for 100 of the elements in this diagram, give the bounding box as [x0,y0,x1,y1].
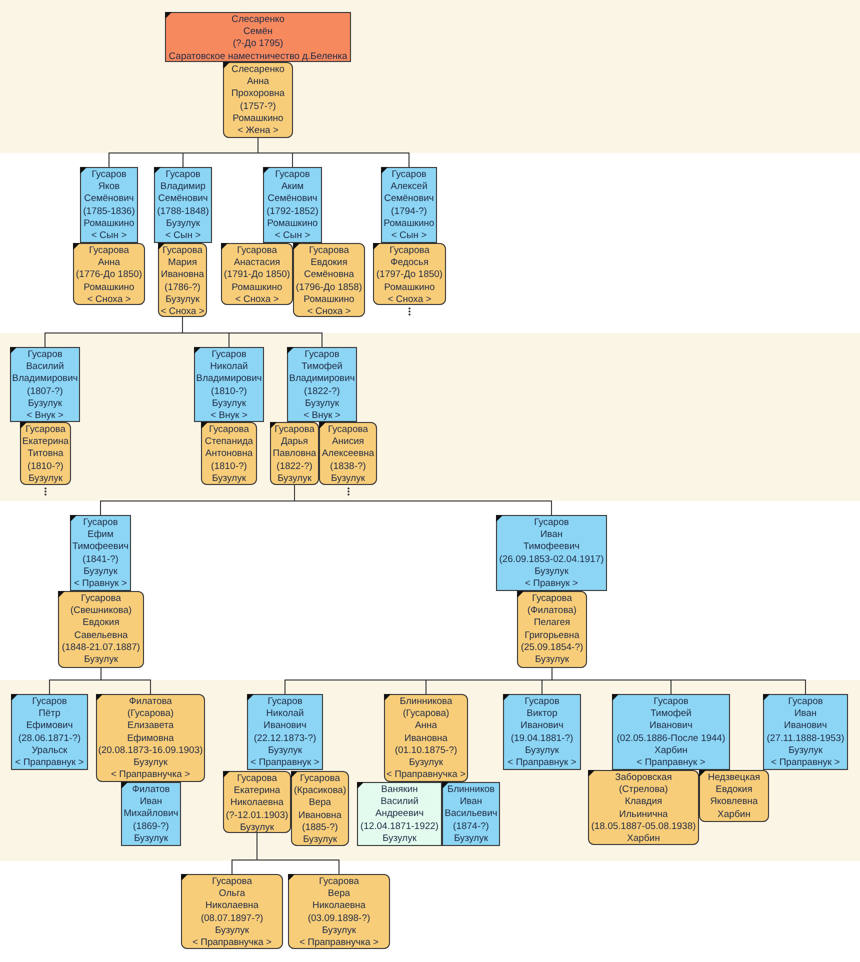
person-detail-text: Мария [168,257,198,270]
person-detail-text: Ромашкино [232,112,284,126]
person-detail-text: Гусарова [237,245,277,258]
person-card [223,771,291,833]
person-detail-text: < Сноха > [307,306,351,318]
person-detail-text: (1838-?) [330,460,366,473]
person-detail-text: < Праправнучка > [299,937,379,950]
person-detail-text: Бузулук [534,654,569,666]
person-card [357,782,442,846]
person-detail-text: Гусарова [532,593,572,606]
person-detail-text: Григорьевна [524,630,580,642]
person-detail-text: < Сноха > [87,294,131,306]
person-detail-text: Бузулук [28,398,62,410]
person-detail-text: Бузулук [524,744,559,758]
person-card [221,243,293,305]
person-detail-text: (27.11.1888-1953) [766,732,844,745]
person-detail-text: (18.05.1887-05.08.1938) [591,820,696,834]
person-detail-text: < Праправнук > [508,757,576,770]
person-detail-text: Пётр [38,708,60,720]
person-detail-text: Ефимовна [127,732,174,745]
person-detail-text: (1822-?) [276,460,312,473]
person-detail-text: Иванович [784,720,827,733]
person-detail-text: Гусарова [390,245,430,258]
person-detail-text: Владимирович [196,373,262,386]
person-detail-text: (?-12.01.1903) [226,810,288,822]
person-detail-text: < Праправнук > [15,757,84,770]
person-detail-text: Блинникова [400,696,452,708]
person-detail-text: < Праправнучка > [386,769,466,782]
person-detail-text: Семёнович [268,193,318,206]
person-card [381,167,437,243]
person-card [293,243,365,317]
person-detail-text: Семёнович [384,193,434,206]
person-detail-text: < Внук > [304,410,340,422]
person-card [20,422,71,485]
person-detail-text: Екатерина [22,436,69,448]
person-detail-text: Степанида [204,436,254,448]
person-card [384,694,468,782]
person-detail-text: Гусаров [304,349,340,362]
person-card [496,515,607,591]
person-detail-text: Гусаров [28,349,62,362]
person-detail-text: (1776-До 1850) [76,269,142,282]
person-card [194,347,264,422]
person-detail-text: Ромашкино [304,294,354,306]
person-detail-text: Бузулук [382,832,416,846]
person-detail-text: Гусарова [309,245,349,258]
person-detail-text: < Сын > [91,230,127,242]
person-card [263,167,322,243]
person-card [11,694,88,770]
person-detail-text: < Праправнук > [250,757,320,770]
person-detail-text: Ефимович [26,720,73,733]
person-detail-text: (1810-?) [211,386,247,398]
person-detail-text: Гусарова [209,424,249,436]
person-card [588,770,699,845]
person-detail-text: (03.09.1898-?) [308,912,370,925]
person-detail-text: Ромашкино [84,282,134,294]
person-detail-text: < Праправнук > [636,757,706,770]
person-detail-text: < Правнук > [525,578,578,590]
person-detail-text: Бузулук [134,832,168,846]
person-detail-text: Андреевич [375,808,424,821]
person-detail-text: Тимофей [302,361,342,374]
person-detail-text: Ольга [218,888,246,900]
person-detail-text: Яков [98,181,120,194]
person-detail-text: Иванович [520,720,564,733]
person-detail-text: Бузулук [304,398,339,410]
person-detail-text: (22.12.1873-?) [254,732,316,745]
person-card [288,874,390,949]
person-detail-text: (Свешникова) [70,605,132,618]
person-card [247,694,323,770]
person-card [158,243,207,317]
person-detail-text: (01.10.1875-?) [394,744,458,758]
person-detail-text: Владимирович [289,373,355,386]
person-detail-text: Евдокия [82,617,120,630]
person-detail-text: (1785-1836) [83,206,135,218]
person-detail-text: Гусаров [32,696,67,708]
person-detail-text: < Жена > [238,125,278,138]
person-detail-text: Гусаров [92,169,126,182]
person-detail-text: (1797-До 1850) [376,269,443,282]
person-detail-text: Недзвецкая [708,772,760,784]
person-detail-text: < Праправнук > [771,757,840,770]
person-detail-text: Бузулук [322,924,356,938]
person-detail-text: Бузулук [84,654,118,666]
person-detail-text: Ромашкино [384,282,435,294]
person-detail-text: Бузулук [268,744,302,758]
person-detail-text: Блинников [447,784,495,796]
person-detail-text: (1841-?) [82,554,118,566]
person-detail-text: Вера [328,888,350,900]
person-detail-text: Дарья [280,436,308,448]
person-detail-text: < Праправнучка > [192,937,272,950]
person-detail-text: Филатова [129,696,172,708]
person-detail-text: Гусарова [274,424,314,436]
person-card [223,62,293,138]
person-detail-text: Бузулук [534,566,568,578]
person-detail-text: Семёнович [84,193,134,206]
person-detail-text: Ефим [88,529,114,542]
person-detail-text: Анна [414,720,438,733]
person-detail-text: Евдокия [716,784,752,796]
person-card [70,515,131,591]
person-detail-text: (1869-?) [133,820,169,833]
person-detail-text: Семёновна [304,269,354,282]
person-detail-text: Гусаров [166,169,200,182]
